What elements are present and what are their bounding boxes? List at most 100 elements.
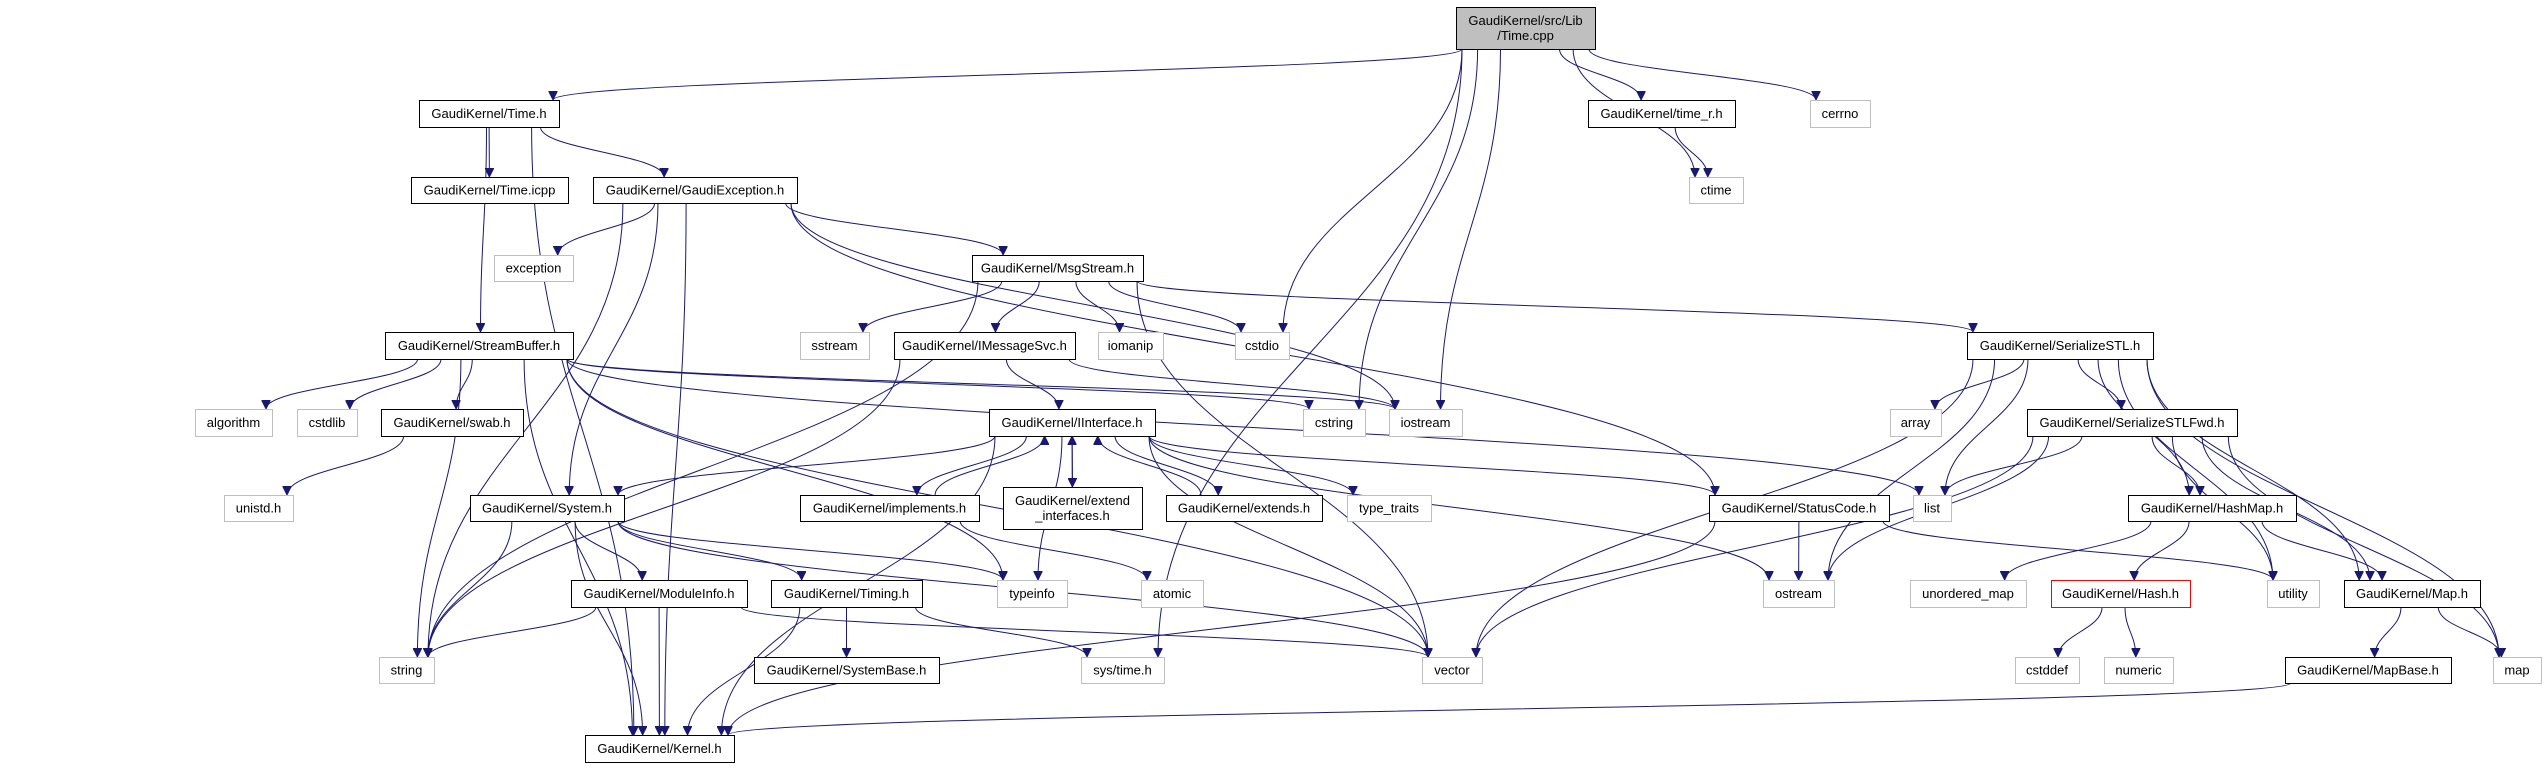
node-hash-h[interactable]: GaudiKernel/Hash.h <box>2051 580 2191 608</box>
edge-serializestlfwd_h-to-list <box>1945 435 2083 496</box>
node-box <box>771 580 923 608</box>
node-timing-h[interactable]: GaudiKernel/Timing.h <box>771 580 923 608</box>
node-box <box>1098 332 1164 360</box>
edge-streambuffer_h-to-list <box>566 358 1919 495</box>
node-iinterface-h[interactable]: GaudiKernel/IInterface.h <box>989 409 1156 437</box>
edge-gaudiexception_h-to-kernel_h <box>665 202 687 735</box>
node-label: numeric <box>2115 662 2162 677</box>
node-box <box>800 495 980 522</box>
node-statuscode-h[interactable]: GaudiKernel/StatusCode.h <box>1709 495 1890 522</box>
node-string: string <box>379 657 435 684</box>
node-vector: vector <box>1422 657 1483 684</box>
edge-streambuffer_h-to-vector <box>566 358 1428 657</box>
node-label: GaudiKernel/Kernel.h <box>597 741 721 756</box>
node-box <box>470 495 625 522</box>
node-streambuffer-h[interactable]: GaudiKernel/StreamBuffer.h <box>385 332 574 360</box>
node-label: _interfaces.h <box>1034 508 1109 523</box>
edge-serializestlfwd_h-to-hashmap_h <box>2151 435 2200 495</box>
edge-time_h-to-kernel_h <box>531 126 634 735</box>
node-box <box>972 255 1144 282</box>
edge-hash_h-to-numeric <box>2124 606 2136 657</box>
node-label: GaudiKernel/IInterface.h <box>1002 415 1143 430</box>
edge-msgstream_h-to-imessagesvc_h <box>996 280 1040 333</box>
node-label: GaudiKernel/MsgStream.h <box>981 260 1134 275</box>
node-kernel-h[interactable]: GaudiKernel/Kernel.h <box>585 735 735 763</box>
edge-serializestl_h-to-map_h <box>2146 358 2359 580</box>
node-iostream: iostream <box>1389 409 1463 437</box>
edge-extends_h-to-iinterface_h <box>1098 435 1202 496</box>
node-extend-interfaces-h[interactable]: GaudiKernel/extend_interfaces.h <box>1003 487 1143 530</box>
node-gaudiexception-h[interactable]: GaudiKernel/GaudiException.h <box>593 177 798 204</box>
node-cerrno: cerrno <box>1810 100 1871 128</box>
node-label: GaudiKernel/HashMap.h <box>2141 500 2283 515</box>
edge-streambuffer_h-to-cstdlib <box>350 358 442 410</box>
edge-map_h-to-map <box>2437 606 2501 658</box>
node-box <box>419 100 560 128</box>
node-label: iostream <box>1401 415 1451 430</box>
edge-system_h-to-string <box>428 520 513 657</box>
node-system-h[interactable]: GaudiKernel/System.h <box>470 495 625 522</box>
node-serializestlfwd-h[interactable]: GaudiKernel/SerializeSTLFwd.h <box>2027 409 2238 437</box>
edge-time_cpp-to-time_r_h <box>1559 48 1642 101</box>
edge-streambuffer_h-to-kernel_h <box>523 358 632 735</box>
node-box <box>1709 495 1890 522</box>
edge-serializestlfwd_h-to-map <box>2227 435 2499 657</box>
edge-system_h-to-timing_h <box>617 520 802 581</box>
node-label: GaudiKernel/Time.icpp <box>424 182 556 197</box>
node-algorithm: algorithm <box>195 409 273 437</box>
node-array: array <box>1890 409 1942 437</box>
edge-streambuffer_h-to-string <box>417 358 462 657</box>
node-box <box>894 332 1076 360</box>
edge-time_cpp-to-cstring <box>1359 48 1479 409</box>
node-time-h[interactable]: GaudiKernel/Time.h <box>419 100 560 128</box>
edge-time_r_h-to-ctime <box>1674 126 1708 178</box>
edge-time_h-to-streambuffer_h <box>481 126 487 332</box>
node-label: string <box>391 662 423 677</box>
node-box <box>1081 657 1165 684</box>
node-ctime: ctime <box>1689 177 1744 204</box>
node-label: ostream <box>1775 586 1822 601</box>
node-box <box>1303 409 1366 437</box>
node-systembase-h[interactable]: GaudiKernel/SystemBase.h <box>754 657 940 684</box>
edge-iinterface_h-to-type_traits <box>1148 435 1353 496</box>
node-label: cstdlib <box>309 415 346 430</box>
node-swab-h[interactable]: GaudiKernel/swab.h <box>381 409 524 437</box>
node-map-h[interactable]: GaudiKernel/Map.h <box>2344 580 2481 608</box>
edge-iinterface_h-to-ostream <box>1148 435 1769 580</box>
node-serializestl-h[interactable]: GaudiKernel/SerializeSTL.h <box>1967 332 2154 360</box>
node-box <box>1141 580 1204 608</box>
edge-moduleinfo_h-to-string <box>428 606 597 658</box>
node-label: iomanip <box>1108 338 1154 353</box>
node-iomanip: iomanip <box>1098 332 1164 360</box>
node-cstdio: cstdio <box>1235 332 1290 360</box>
node-time-r-h[interactable]: GaudiKernel/time_r.h <box>1588 100 1736 128</box>
node-box <box>1910 580 2027 608</box>
node-box <box>1890 409 1942 437</box>
node-mapbase-h[interactable]: GaudiKernel/MapBase.h <box>2285 657 2452 684</box>
node-msgstream-h[interactable]: GaudiKernel/MsgStream.h <box>972 255 1144 282</box>
node-box <box>1588 100 1736 128</box>
edge-moduleinfo_h-to-vector <box>740 606 1428 658</box>
node-box <box>1763 580 1835 608</box>
node-ostream: ostream <box>1763 580 1835 608</box>
node-hashmap-h[interactable]: GaudiKernel/HashMap.h <box>2128 495 2297 522</box>
node-time-cpp[interactable]: GaudiKernel/src/Lib/Time.cpp <box>1456 7 1596 50</box>
node-layer: GaudiKernel/src/Lib/Time.cppGaudiKernel/… <box>195 7 2542 763</box>
node-moduleinfo-h[interactable]: GaudiKernel/ModuleInfo.h <box>571 580 748 608</box>
node-extends-h[interactable]: GaudiKernel/extends.h <box>1166 495 1323 522</box>
node-imessagesvc-h[interactable]: GaudiKernel/IMessageSvc.h <box>894 332 1076 360</box>
edge-iinterface_h-to-system_h <box>618 435 996 496</box>
node-label: typeinfo <box>1009 586 1055 601</box>
edge-mapbase_h-to-kernel_h <box>728 682 2292 736</box>
edge-time_cpp-to-sys_time_h <box>1158 48 1463 657</box>
node-implements-h[interactable]: GaudiKernel/implements.h <box>800 495 980 522</box>
edge-serializestl_h-to-list <box>1945 358 2029 495</box>
edge-serializestl_h-to-utility <box>2117 358 2273 580</box>
node-box <box>195 409 273 437</box>
node-numeric: numeric <box>2104 657 2174 684</box>
edge-streambuffer_h-to-typeinfo <box>566 358 1003 580</box>
node-label: unordered_map <box>1922 586 2014 601</box>
node-box <box>1456 7 1596 50</box>
node-box <box>2104 657 2174 684</box>
node-time-icpp[interactable]: GaudiKernel/Time.icpp <box>411 177 569 204</box>
